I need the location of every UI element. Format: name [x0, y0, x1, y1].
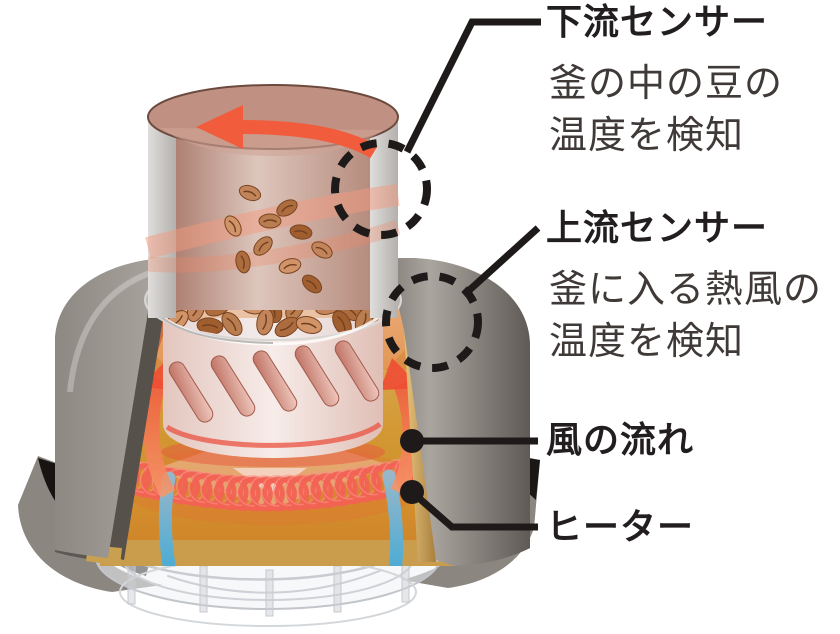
casing-left-wall [55, 258, 196, 558]
heater-leader-line [409, 489, 538, 531]
upstream-sensor-description: 釜に入る熱風の 温度を検知 [549, 269, 823, 363]
casing-right-wall [376, 258, 530, 566]
airflow-label: 風の流れ [546, 419, 695, 460]
upstream-sensor-circle [382, 272, 482, 372]
downstream-sensor-description: 釜の中の豆の 温度を検知 [549, 63, 784, 157]
airflow-dot [400, 429, 424, 453]
downstream-sensor-circle [331, 139, 431, 239]
roasting-drum [161, 318, 385, 467]
falling-coffee-beans [224, 184, 333, 294]
roasting-kettle-cylinder [145, 84, 401, 318]
annotation-overlay [331, 18, 541, 531]
heater-label: ヒーター [546, 506, 695, 547]
drum-louver-slots [168, 340, 380, 423]
downstream-sensor-label: 下流センサー [546, 1, 769, 42]
gold-floor-ring [100, 540, 456, 566]
upstream-sensor-label: 上流センサー [546, 207, 769, 248]
upstream-leader-line [461, 225, 541, 298]
heater-dot [400, 480, 424, 504]
downstream-leader-line [403, 18, 541, 154]
